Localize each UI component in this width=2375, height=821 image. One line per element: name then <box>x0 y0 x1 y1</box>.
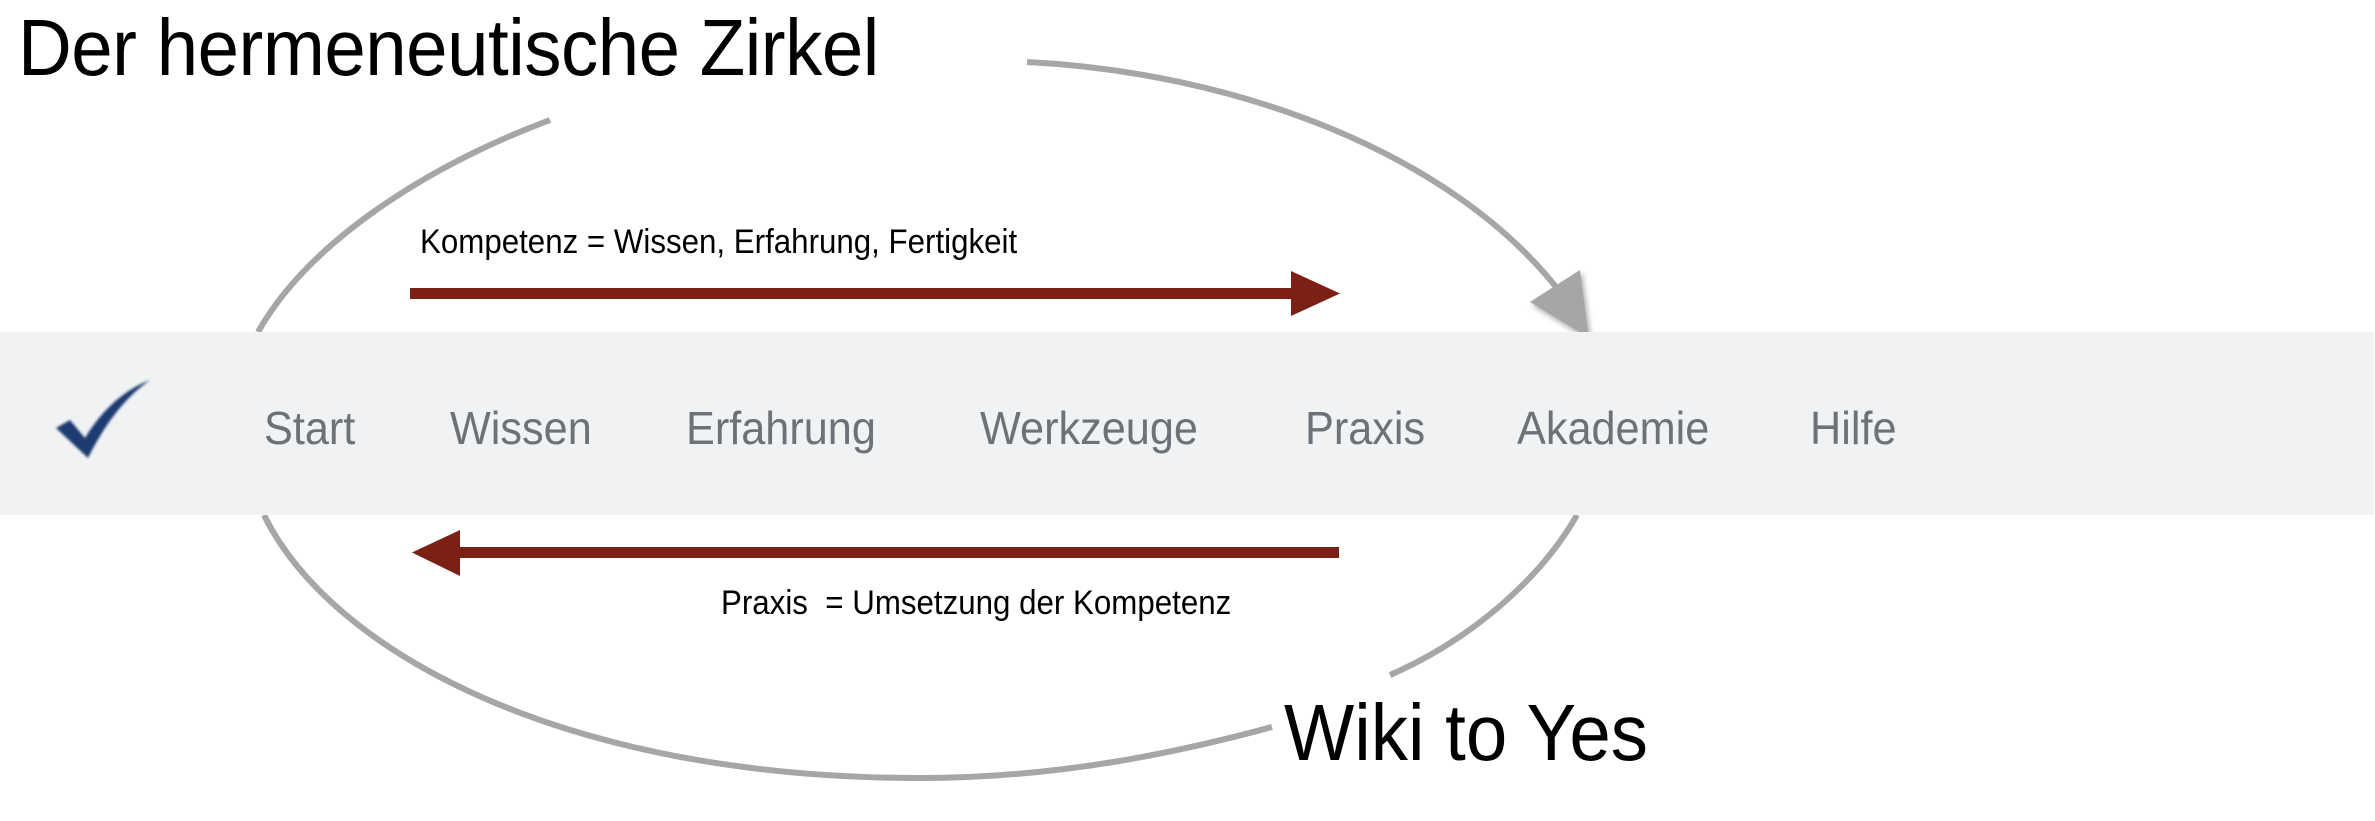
navbar: Start Wissen Erfahrung Werkzeuge Praxis … <box>0 332 2374 515</box>
cycle-arc-bottom <box>261 513 1273 782</box>
forward-arrow-label: Kompetenz = Wissen, Erfahrung, Fertigkei… <box>420 223 1018 261</box>
nav-item-wissen[interactable]: Wissen <box>450 401 592 454</box>
cycle-arc-bottom-right <box>1388 513 1580 678</box>
cycle-arc-top-left <box>255 117 552 334</box>
checkmark-icon <box>56 379 150 458</box>
nav-item-praxis[interactable]: Praxis <box>1305 401 1426 454</box>
nav-item-akademie[interactable]: Akademie <box>1517 401 1710 454</box>
cycle-arrowhead-icon <box>1530 270 1589 338</box>
nav-item-hilfe[interactable]: Hilfe <box>1810 401 1897 454</box>
nav-menu: Start Wissen Erfahrung Werkzeuge Praxis … <box>264 393 1902 455</box>
nav-item-werkzeuge[interactable]: Werkzeuge <box>980 401 1198 454</box>
diagram-subtitle: Wiki to Yes <box>1284 688 1648 777</box>
nav-item-start[interactable]: Start <box>264 401 356 454</box>
nav-item-erfahrung[interactable]: Erfahrung <box>686 401 876 454</box>
logo[interactable] <box>52 376 156 466</box>
backward-arrow-label: Praxis = Umsetzung der Kompetenz <box>721 584 1232 622</box>
cycle-arc-top-right <box>1026 59 1563 294</box>
diagram-title: Der hermeneutische Zirkel <box>18 3 879 92</box>
